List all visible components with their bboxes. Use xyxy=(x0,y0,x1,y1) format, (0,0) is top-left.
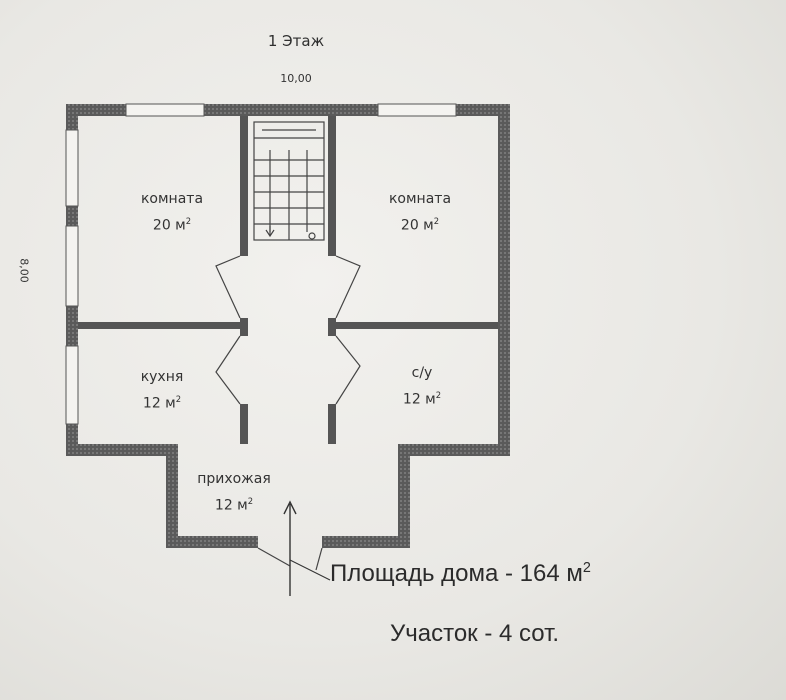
staircase xyxy=(253,121,325,241)
entrance-arrow-icon xyxy=(283,500,297,596)
wall-hall-left-mid xyxy=(240,318,248,336)
wall-stair-right xyxy=(328,116,336,256)
wall-vestibule-left xyxy=(166,444,178,548)
room-label-hallway: прихожая 12 м2 xyxy=(164,468,304,517)
wall-hall-right-mid xyxy=(328,318,336,336)
window-left-middle xyxy=(65,225,79,307)
room-area: 12 м2 xyxy=(142,394,182,412)
room-name: прихожая xyxy=(197,471,271,487)
room-name: кухня xyxy=(140,369,184,385)
room-label-bedroom-right: комната 20 м2 xyxy=(350,188,490,237)
wall-vestibule-right xyxy=(398,444,410,548)
wall-bottom-right xyxy=(400,444,510,456)
wall-right xyxy=(498,104,510,456)
windows xyxy=(65,103,457,425)
room-label-kitchen: кухня 12 м2 xyxy=(92,366,232,415)
interior-walls xyxy=(78,116,498,444)
window-top-left xyxy=(125,103,205,117)
leader-line xyxy=(289,559,331,581)
room-area: 12 м2 xyxy=(214,496,254,514)
room-label-bedroom-left: комната 20 м2 xyxy=(102,188,242,237)
wall-room-bath xyxy=(336,322,498,329)
wall-hall-left-low xyxy=(240,404,248,444)
wall-hall-right-low xyxy=(328,404,336,444)
wall-stair-left xyxy=(240,116,248,256)
wall-vestibule-bottom-right xyxy=(322,536,410,548)
width-dimension: 10,00 xyxy=(280,72,312,85)
room-area: 12 м2 xyxy=(402,390,442,408)
window-left-upper xyxy=(65,129,79,207)
room-name: с/у xyxy=(411,365,433,381)
room-name: комната xyxy=(140,191,204,207)
plot-size-summary: Участок - 4 сот. xyxy=(390,620,560,647)
room-name: комната xyxy=(388,191,452,207)
room-area: 20 м2 xyxy=(400,216,440,234)
wall-room-kitchen xyxy=(78,322,240,329)
room-label-bathroom: с/у 12 м2 xyxy=(352,362,492,411)
house-area-summary: Площадь дома - 164 м2 xyxy=(330,560,591,587)
window-top-right xyxy=(377,103,457,117)
floor-title: 1 Этаж xyxy=(267,32,325,50)
wall-bottom-left xyxy=(66,444,178,456)
window-left-lower xyxy=(65,345,79,425)
room-area: 20 м2 xyxy=(152,216,192,234)
door-swings xyxy=(215,255,361,571)
wall-vestibule-bottom-left xyxy=(166,536,258,548)
